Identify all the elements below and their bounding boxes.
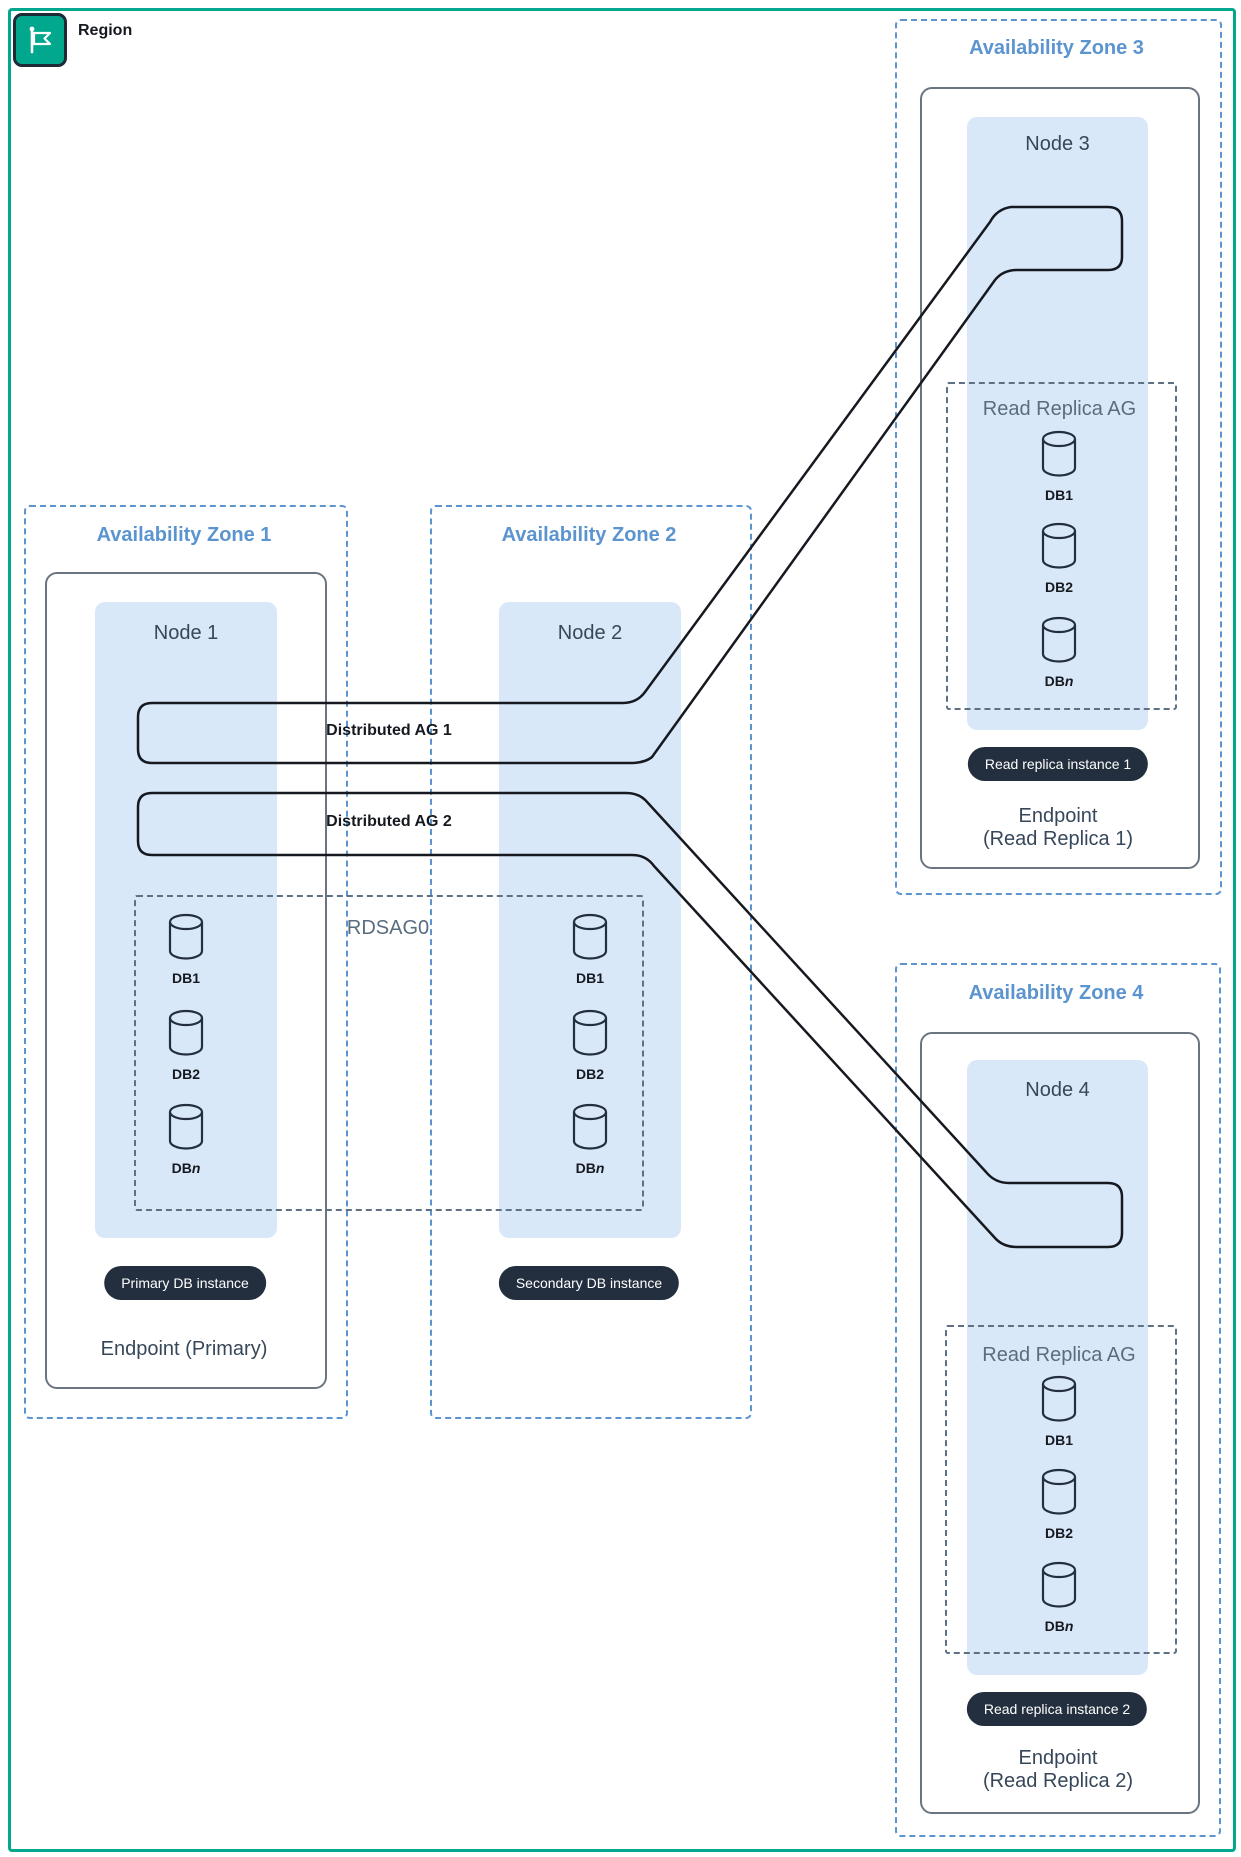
az1-title: Availability Zone 1 — [96, 524, 272, 546]
region-label: Region — [78, 22, 133, 39]
endpoint-line1: Endpoint — [1018, 1747, 1098, 1769]
az4-title: Availability Zone 4 — [968, 982, 1144, 1004]
db-label: DBn — [1044, 1618, 1074, 1634]
az4-db1: DB1 — [1019, 1375, 1099, 1448]
db-label: DB1 — [1044, 1432, 1073, 1448]
az1-db2: DB2 — [146, 1009, 226, 1082]
endpoint-read-replica-2-label: Endpoint (Read Replica 2) — [920, 1747, 1196, 1793]
distributed-ag1-label: Distributed AG 1 — [326, 722, 452, 739]
az3-read-replica-ag-label: Read Replica AG — [982, 398, 1137, 420]
region-border — [8, 8, 1236, 1852]
az3-title: Availability Zone 3 — [969, 37, 1144, 59]
az1-dbn: DBn — [146, 1103, 226, 1176]
db-label: DBn — [575, 1160, 605, 1176]
az4-read-replica-ag-box — [945, 1325, 1177, 1654]
endpoint-read-replica-1-label: Endpoint (Read Replica 1) — [920, 805, 1196, 851]
endpoint-primary-label: Endpoint (Primary) — [100, 1338, 268, 1360]
primary-db-instance-badge: Primary DB instance — [104, 1266, 266, 1300]
az2-title: Availability Zone 2 — [501, 524, 677, 546]
az3-db1: DB1 — [1019, 430, 1099, 503]
rdsag0-label: RDSAG0 — [346, 917, 430, 939]
database-cylinder-icon — [168, 1009, 204, 1056]
db-label: DB1 — [171, 970, 200, 986]
endpoint-line1: Endpoint — [1018, 805, 1098, 827]
node-4-label: Node 4 — [1025, 1079, 1090, 1101]
endpoint-line2: (Read Replica 1) — [982, 828, 1134, 850]
endpoint-line2: (Read Replica 2) — [982, 1770, 1134, 1792]
flag-icon — [29, 26, 52, 54]
node-2-label: Node 2 — [557, 622, 623, 644]
database-cylinder-icon — [1041, 1375, 1077, 1422]
database-cylinder-icon — [1041, 616, 1077, 663]
database-cylinder-icon — [572, 913, 608, 960]
database-cylinder-icon — [572, 1009, 608, 1056]
database-cylinder-icon — [1041, 1561, 1077, 1608]
database-cylinder-icon — [1041, 522, 1077, 569]
database-cylinder-icon — [1041, 1468, 1077, 1515]
region-flag-icon — [13, 13, 67, 67]
db-label: DB1 — [1044, 487, 1073, 503]
db-label: DB2 — [1044, 1525, 1073, 1541]
az3-db2: DB2 — [1019, 522, 1099, 595]
az2-db1: DB1 — [550, 913, 630, 986]
node-3-label: Node 3 — [1025, 133, 1090, 155]
db-label: DB1 — [575, 970, 604, 986]
az3-dbn: DBn — [1019, 616, 1099, 689]
db-label: DB2 — [171, 1066, 200, 1082]
node-1-label: Node 1 — [153, 622, 219, 644]
read-replica-instance-2-badge: Read replica instance 2 — [966, 1692, 1148, 1726]
database-cylinder-icon — [168, 913, 204, 960]
az4-read-replica-ag-label: Read Replica AG — [982, 1344, 1136, 1366]
az1-db1: DB1 — [146, 913, 226, 986]
secondary-db-instance-badge: Secondary DB instance — [498, 1266, 680, 1300]
read-replica-instance-1-badge: Read replica instance 1 — [967, 747, 1149, 781]
db-label: DBn — [1044, 673, 1074, 689]
distributed-ag2-label: Distributed AG 2 — [326, 813, 452, 830]
db-label: DB2 — [575, 1066, 604, 1082]
az4-dbn: DBn — [1019, 1561, 1099, 1634]
az2-dbn: DBn — [550, 1103, 630, 1176]
database-cylinder-icon — [168, 1103, 204, 1150]
database-cylinder-icon — [572, 1103, 608, 1150]
db-label: DB2 — [1044, 579, 1073, 595]
az4-db2: DB2 — [1019, 1468, 1099, 1541]
db-label: DBn — [171, 1160, 201, 1176]
az2-db2: DB2 — [550, 1009, 630, 1082]
database-cylinder-icon — [1041, 430, 1077, 477]
